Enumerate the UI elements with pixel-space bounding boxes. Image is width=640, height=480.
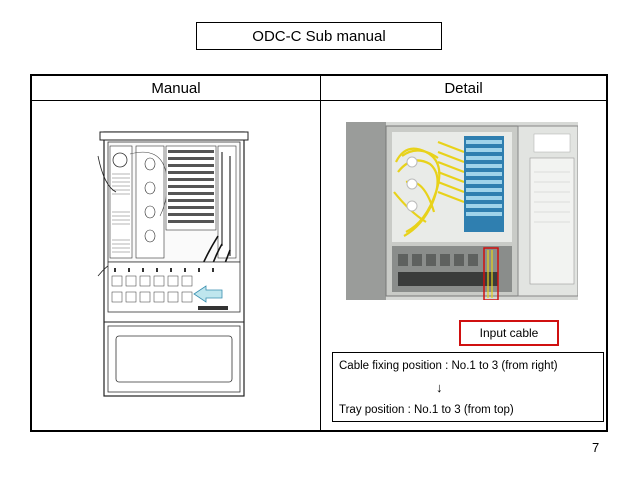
column-divider [320, 76, 321, 430]
tray-position-text: Tray position : No.1 to 3 (from top) [339, 404, 514, 416]
header-divider [32, 100, 606, 101]
cable-fixing-position-text: Cable fixing position : No.1 to 3 (from … [339, 360, 558, 372]
column-header-detail: Detail [444, 79, 483, 97]
page-number: 7 [592, 440, 600, 455]
column-header-manual: Manual [151, 79, 201, 97]
cabinet-photo [346, 122, 578, 300]
slide-title-text: ODC-C Sub manual [252, 27, 386, 45]
down-arrow-icon: ↓ [436, 380, 443, 395]
info-box: Cable fixing position : No.1 to 3 (from … [332, 352, 604, 422]
slide-title: ODC-C Sub manual [196, 22, 442, 50]
manual-detail-table: Manual Detail [30, 74, 608, 432]
cabinet-drawing [97, 131, 249, 397]
input-cable-label: Input cable [479, 326, 539, 340]
input-cable-callout: Input cable [459, 320, 559, 346]
